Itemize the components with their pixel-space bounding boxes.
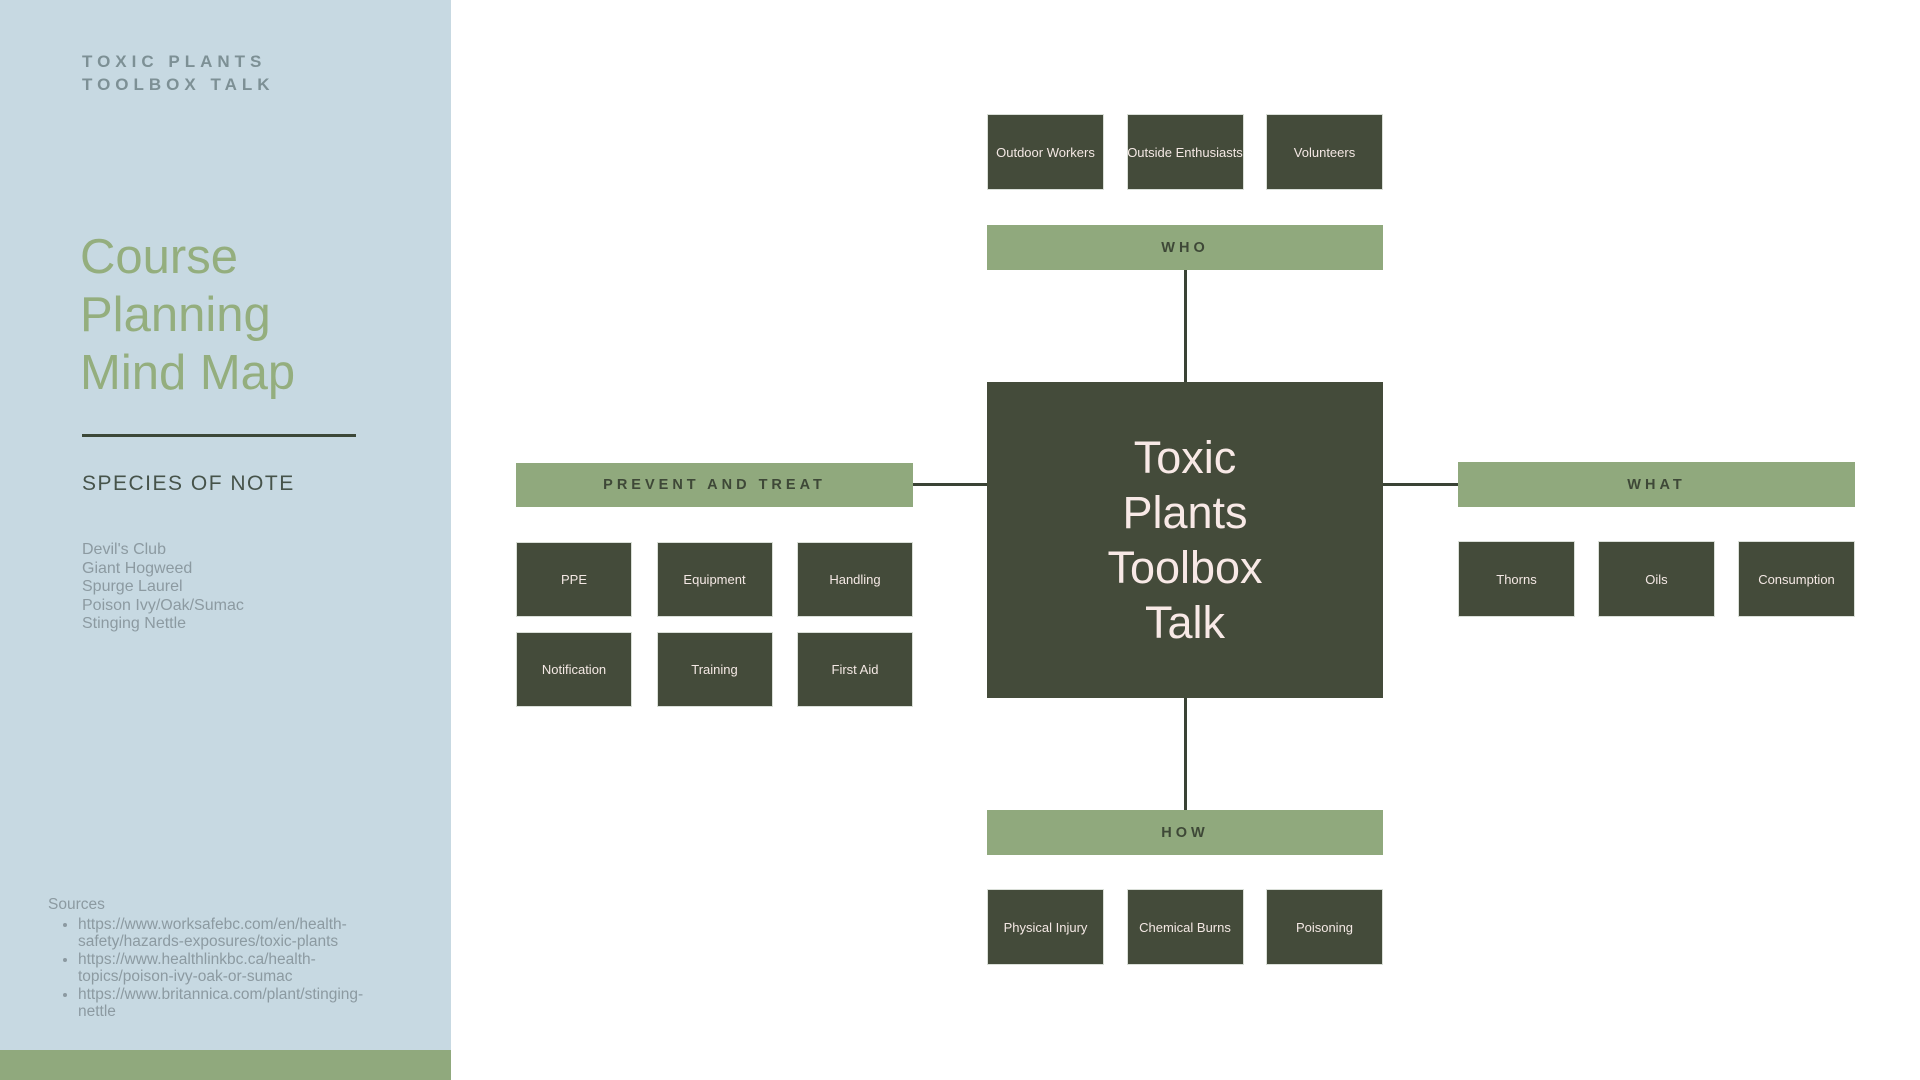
node-oils: Oils	[1598, 541, 1715, 617]
species-item: Stinging Nettle	[82, 615, 187, 632]
eyebrow-line: TOXIC PLANTS	[82, 52, 267, 71]
prevent-and-treat-branch-label: PREVENT AND TREAT	[516, 463, 913, 507]
species-item: Spurge Laurel	[82, 578, 183, 595]
page-title-line: Mind Map	[80, 346, 296, 400]
sources-list: https://www.worksafebc.com/en/health-saf…	[48, 916, 388, 1021]
page-title-line: Planning	[80, 288, 271, 342]
center-node-line: Talk	[1144, 597, 1225, 648]
page-title-line: Course	[80, 230, 238, 284]
node-notification: Notification	[516, 632, 632, 707]
document-eyebrow: TOXIC PLANTS TOOLBOX TALK	[82, 50, 275, 96]
connector-who	[1184, 270, 1187, 382]
connector-how	[1184, 698, 1187, 810]
node-training: Training	[656, 632, 773, 707]
how-node-row: Physical Injury Chemical Burns Poisoning	[987, 889, 1383, 965]
node-physical-injury: Physical Injury	[987, 889, 1104, 965]
node-poisoning: Poisoning	[1266, 889, 1383, 965]
node-handling: Handling	[797, 542, 913, 617]
node-equipment: Equipment	[656, 542, 773, 617]
node-volunteers: Volunteers	[1266, 114, 1383, 190]
page-title: Course Planning Mind Map	[80, 228, 295, 402]
connector-what	[1383, 483, 1458, 486]
species-list: Devil's Club Giant Hogweed Spurge Laurel…	[82, 541, 244, 634]
source-url: https://www.britannica.com/plant/stingin…	[78, 986, 388, 1021]
node-outside-enthusiasts: Outside Enthusiasts	[1126, 114, 1244, 190]
prevent-and-treat-node-row: PPE Equipment Handling	[516, 542, 913, 617]
sidebar: TOXIC PLANTS TOOLBOX TALK Course Plannin…	[0, 0, 451, 1050]
what-node-row: Thorns Oils Consumption	[1458, 541, 1855, 617]
node-ppe: PPE	[516, 542, 632, 617]
node-outdoor-workers: Outdoor Workers	[987, 114, 1104, 190]
who-node-row: Outdoor Workers Outside Enthusiasts Volu…	[987, 114, 1383, 190]
title-divider	[82, 434, 356, 437]
species-item: Poison Ivy/Oak/Sumac	[82, 596, 244, 614]
node-first-aid: First Aid	[797, 632, 913, 707]
sources-label: Sources	[48, 896, 105, 913]
species-heading: SPECIES OF NOTE	[82, 472, 295, 495]
source-url: https://www.worksafebc.com/en/health-saf…	[78, 916, 388, 951]
who-branch-label: WHO	[987, 225, 1383, 270]
eyebrow-line: TOOLBOX TALK	[82, 75, 275, 94]
node-consumption: Consumption	[1738, 541, 1855, 617]
sources-section: Sources https://www.worksafebc.com/en/he…	[48, 896, 388, 1021]
center-node-line: Toxic	[1133, 432, 1237, 483]
what-branch-label: WHAT	[1458, 462, 1855, 507]
node-chemical-burns: Chemical Burns	[1126, 889, 1244, 965]
center-node: Toxic Plants Toolbox Talk	[987, 382, 1383, 698]
connector-prevent-and-treat	[913, 483, 987, 486]
center-node-line: Toolbox	[1107, 542, 1263, 593]
center-node-line: Plants	[1122, 487, 1248, 538]
species-item: Devil's Club	[82, 541, 166, 558]
source-url: https://www.healthlinkbc.ca/health-topic…	[78, 951, 388, 986]
species-item: Giant Hogweed	[82, 559, 193, 577]
center-node-label: Toxic Plants Toolbox Talk	[1107, 430, 1262, 650]
prevent-and-treat-node-row: Notification Training First Aid	[516, 632, 913, 707]
sidebar-footer-strip	[0, 1050, 451, 1080]
node-thorns: Thorns	[1458, 541, 1575, 617]
how-branch-label: HOW	[987, 810, 1383, 855]
